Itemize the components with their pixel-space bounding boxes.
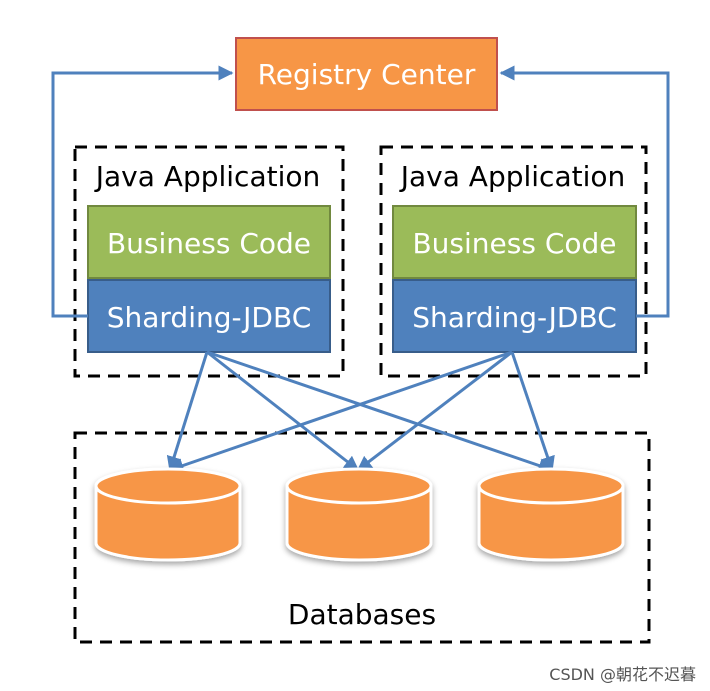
- databases-label: Databases: [288, 598, 436, 631]
- registry-arrow-left: [51, 65, 234, 318]
- database-arrows: [166, 350, 555, 473]
- registry-arrow-right: [499, 65, 670, 318]
- sharding-jdbc-label-right: Sharding-JDBC: [412, 301, 617, 334]
- arrow-right-to-db2: [356, 350, 513, 472]
- arrow-left-to-db2: [206, 350, 360, 472]
- arrow-left-to-db1: [166, 351, 209, 472]
- business-code-box-right: [392, 205, 637, 279]
- databases-container: [73, 431, 651, 644]
- java-application-title-left: Java Application: [94, 160, 321, 193]
- arrow-left-to-db3: [206, 350, 554, 473]
- database-cylinder-1: [94, 467, 242, 562]
- java-application-container-left: [73, 145, 345, 378]
- registry-center-box: [235, 37, 498, 111]
- arrow-right-to-db1: [168, 350, 513, 473]
- sharding-jdbc-label-left: Sharding-JDBC: [107, 301, 312, 334]
- registry-center-label: Registry Center: [258, 58, 476, 91]
- java-application-container-right: [379, 145, 648, 378]
- business-code-label-left: Business Code: [107, 227, 311, 260]
- java-application-title-right: Java Application: [399, 160, 626, 193]
- database-cylinder-3: [477, 467, 625, 562]
- arrow-right-to-db3: [510, 351, 555, 472]
- business-code-box-left: [87, 205, 331, 279]
- watermark: CSDN @朝花不迟暮: [549, 665, 696, 684]
- business-code-label-right: Business Code: [412, 227, 616, 260]
- database-cylinder-2: [285, 467, 433, 562]
